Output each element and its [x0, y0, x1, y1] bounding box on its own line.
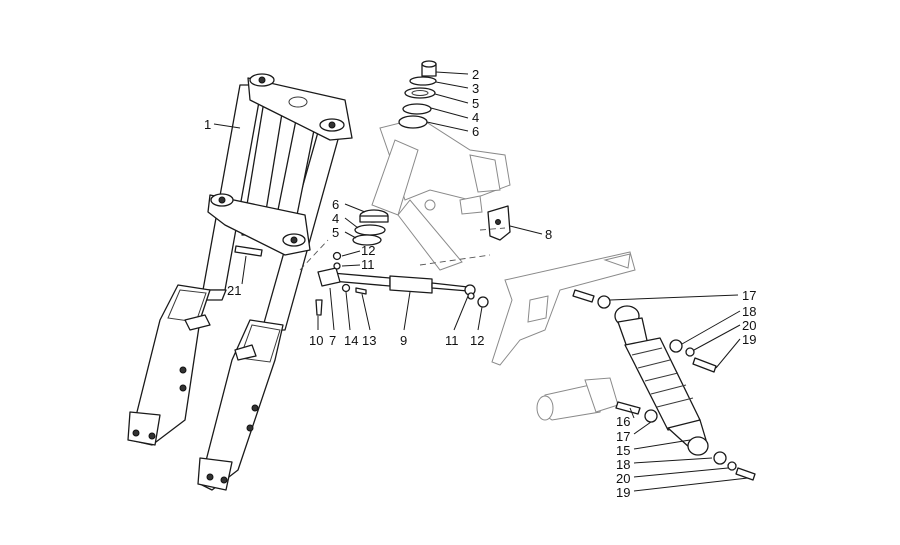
callout-11-lower: 11	[445, 333, 459, 348]
callout-19-upper: 19	[742, 332, 756, 347]
callout-16: 16	[616, 414, 630, 429]
callout-6-upper: 6	[472, 124, 479, 139]
callout-17-lower: 17	[616, 429, 630, 444]
frame-rear-subframe	[491, 251, 636, 366]
frame-swingarm-pivot	[536, 377, 619, 421]
callout-5-lower: 5	[332, 225, 339, 240]
callout-1: 1	[204, 117, 211, 132]
steering-stack-upper	[398, 60, 437, 129]
callout-21: 21	[227, 283, 241, 298]
callout-10: 10	[309, 333, 323, 348]
pin-21	[234, 245, 263, 257]
callout-9: 9	[400, 333, 407, 348]
frame-headstock	[371, 117, 511, 271]
callout-19-lower: 19	[616, 485, 630, 500]
callout-labels: 1 2 3 5 4 6 6 4 5 8 12 11 21 10 7 14 13 …	[204, 67, 756, 500]
callout-18-lower: 18	[616, 457, 630, 472]
callout-18-upper: 18	[742, 304, 756, 319]
callout-20-upper: 20	[742, 318, 756, 333]
callout-17-upper: 17	[742, 288, 756, 303]
callout-2: 2	[472, 67, 479, 82]
callout-4-upper: 4	[472, 110, 479, 125]
leader-lines	[213, 71, 749, 492]
callout-5-upper: 5	[472, 96, 479, 111]
callout-14: 14	[344, 333, 358, 348]
callout-3: 3	[472, 81, 479, 96]
callout-7: 7	[329, 333, 336, 348]
callout-12-upper: 12	[361, 243, 375, 258]
rear-shock	[572, 289, 756, 481]
bracket-8	[487, 205, 511, 241]
callout-20-lower: 20	[616, 471, 630, 486]
callout-13: 13	[362, 333, 376, 348]
steering-damper	[315, 251, 489, 316]
callout-12-lower: 12	[470, 333, 484, 348]
callout-15: 15	[616, 443, 630, 458]
callout-6-lower: 6	[332, 197, 339, 212]
callout-8: 8	[545, 227, 552, 242]
front-fork-assembly	[127, 73, 353, 491]
callout-11-upper: 11	[361, 257, 375, 272]
steering-stack-lower	[352, 209, 389, 246]
callout-4-lower: 4	[332, 211, 339, 226]
